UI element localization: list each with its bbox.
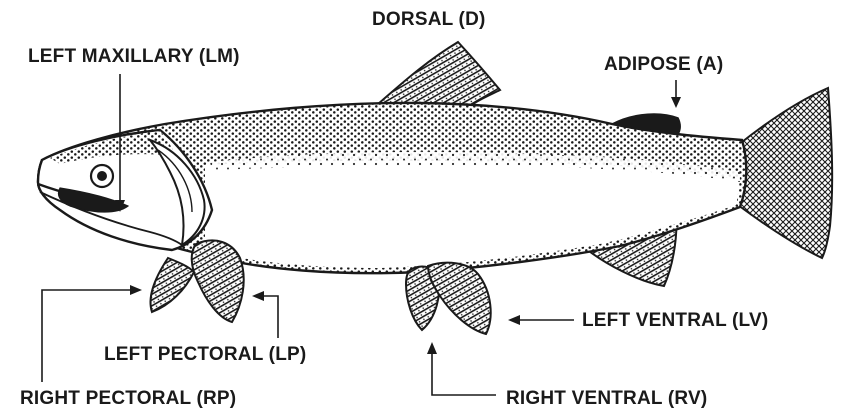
caudal-fin	[738, 88, 832, 258]
label-dorsal: DORSAL (D)	[372, 9, 486, 30]
label-right-ventral: RIGHT VENTRAL (RV)	[506, 388, 707, 409]
label-adipose: ADIPOSE (A)	[604, 54, 723, 75]
trout-illustration	[38, 42, 832, 334]
dorsal-fin	[378, 42, 500, 107]
label-left-pectoral: LEFT PECTORAL (LP)	[104, 344, 306, 365]
left-pectoral-fin	[192, 240, 244, 322]
label-left-ventral: LEFT VENTRAL (LV)	[582, 310, 768, 331]
right-pectoral-fin	[151, 258, 194, 312]
label-right-pectoral: RIGHT PECTORAL (RP)	[20, 388, 236, 409]
label-left-maxillary: LEFT MAXILLARY (LM)	[28, 46, 240, 67]
